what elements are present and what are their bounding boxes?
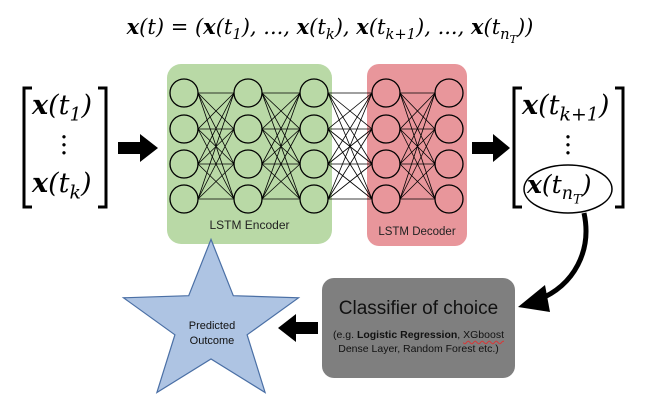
predicted-outcome-star [121,237,301,394]
connection-edge [399,128,436,200]
encoder-node [169,78,199,108]
decoder-node [434,114,464,144]
encoder-node [169,149,199,179]
encoder-node [299,78,329,108]
curved-arrow-head [518,285,550,312]
encoder-node [169,184,199,214]
output-right-bracket [615,86,625,209]
connection-edge [197,92,235,165]
input-bottom-element: x(tk) [32,168,92,204]
output-top-element: x(tk+1) [522,90,610,126]
input-top-element: x(t1) [32,90,93,126]
connection-edge [327,92,373,200]
decoder-node [371,78,401,108]
lstm-decoder-label: LSTM Decoder [378,226,456,238]
connection-edge [197,92,235,200]
classifier-to-outcome-arrow [278,314,318,342]
connection-edge [327,92,373,165]
connection-edge [399,163,436,200]
decoder-node [371,184,401,214]
decoder-node [434,78,464,108]
connection-edge [197,163,235,200]
connection-edge [399,92,436,200]
classifier-box: Classifier of choice (e.g. Logistic Regr… [322,278,515,378]
decoder-node [371,114,401,144]
classifier-examples: (e.g. Logistic Regression, XGboost Dense… [333,329,504,355]
encoder-node [299,149,329,179]
output-arrow [472,134,510,162]
connection-edge [399,92,436,130]
output-bottom-element: x(tnT) [527,170,592,208]
lstm-encoder-label: LSTM Encoder [209,218,290,232]
connection-edge [327,128,373,200]
connection-edge [197,92,235,130]
encoder-node [233,184,263,214]
sequence-equation: x(t) = (x(t1), ..., x(tk), x(tk+1), ...,… [126,14,534,47]
encoder-node [233,149,263,179]
input-arrow [118,134,158,162]
connection-edge [197,128,235,200]
network-nodes [169,78,464,214]
decoder-node [434,149,464,179]
input-vdots: ··· [59,123,69,169]
output-vdots: ··· [563,123,573,169]
curved-arrow [537,212,589,303]
encoder-node [169,114,199,144]
connection-edge [261,128,301,200]
input-left-bracket [22,86,32,209]
connection-edge [399,92,436,165]
connection-edge [261,163,301,200]
connection-edge [327,92,373,130]
connection-edge [261,92,301,165]
last-output-ellipse [523,164,613,214]
encoder-node [299,184,329,214]
output-left-bracket [512,86,522,209]
input-right-bracket [98,86,108,209]
network-edges [197,92,436,200]
connection-edge [261,92,301,130]
decoder-node [371,149,401,179]
decoder-node [434,184,464,214]
connection-edge [327,163,373,200]
encoder-node [233,78,263,108]
connection-edge [261,92,301,200]
encoder-node [299,114,329,144]
classifier-title: Classifier of choice [338,298,499,319]
encoder-node [233,114,263,144]
